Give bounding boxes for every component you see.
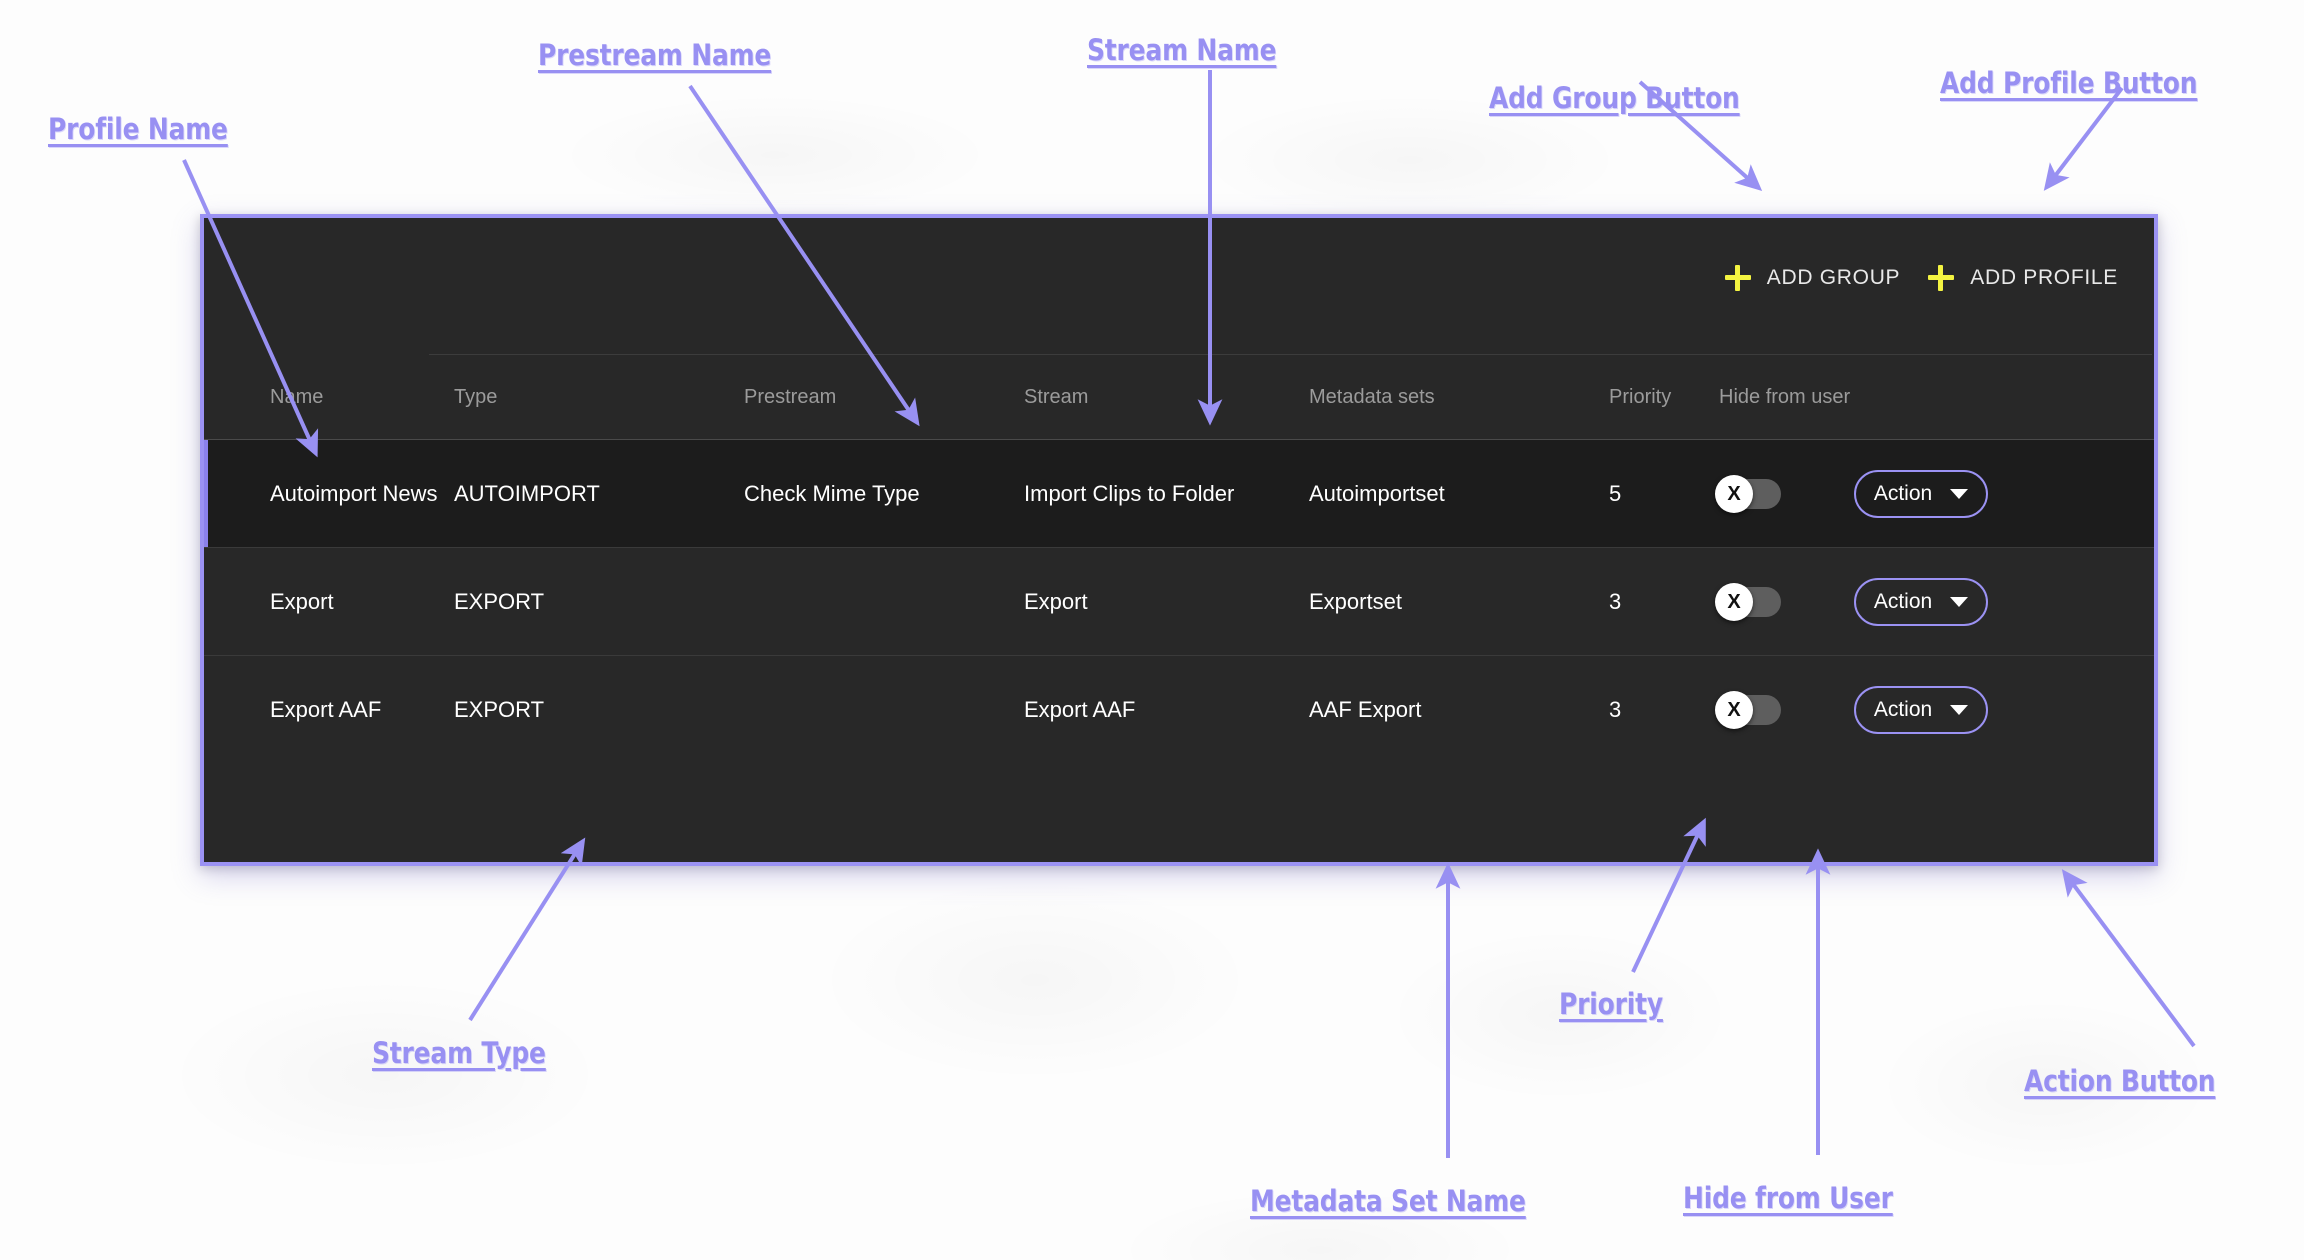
- table-row[interactable]: Export AAF EXPORT Export AAF AAF Export …: [204, 655, 2154, 764]
- background-smudge: [560, 95, 990, 215]
- column-header-metadata-sets: Metadata sets: [1309, 386, 1435, 408]
- annotation-label-add-group-button: Add Group Button: [1489, 81, 1740, 115]
- hide-from-user-toggle[interactable]: X: [1715, 474, 1781, 513]
- cell-prestream: [744, 656, 1024, 764]
- column-header-stream: Stream: [1024, 386, 1089, 408]
- toggle-x-icon: X: [1715, 474, 1753, 513]
- annotation-label-priority: Priority: [1559, 987, 1663, 1021]
- annotation-label-hide-from-user: Hide from User: [1683, 1181, 1893, 1215]
- arrow-stream-type: [468, 837, 586, 1022]
- profiles-table: Name Type Prestream Stream Metadata sets…: [204, 386, 2154, 764]
- add-profile-label: ADD PROFILE: [1970, 266, 2118, 289]
- column-header-type: Type: [454, 386, 498, 408]
- background-smudge: [170, 980, 600, 1170]
- cell-stream: Import Clips to Folder: [1024, 439, 1309, 548]
- cell-stream: Export AAF: [1024, 696, 1136, 722]
- arrow-action-button: [2061, 869, 2196, 1048]
- table-row[interactable]: Export EXPORT Export Exportset 3 X Actio…: [204, 547, 2154, 656]
- arrow-add-profile: [2043, 86, 2124, 191]
- annotation-label-metadata-set-name: Metadata Set Name: [1250, 1184, 1526, 1218]
- cell-action: Action: [1854, 439, 2154, 548]
- column-header-actions: [1854, 386, 2154, 440]
- cell-metadata-sets: AAF Export: [1309, 696, 1422, 722]
- plus-icon: [1928, 265, 1955, 291]
- action-button[interactable]: Action: [1854, 577, 1988, 626]
- chevron-down-icon: [1950, 704, 1969, 715]
- cell-metadata-sets: Exportset: [1309, 588, 1402, 614]
- annotation-label-add-profile-button: Add Profile Button: [1940, 66, 2198, 100]
- chevron-down-icon: [1950, 488, 1969, 499]
- annotation-label-profile-name: Profile Name: [48, 112, 228, 146]
- annotation-label-stream-name: Stream Name: [1087, 33, 1277, 67]
- cell-priority: 3: [1609, 696, 1622, 722]
- toolbar-divider: [429, 354, 2152, 355]
- toggle-x-icon: X: [1715, 582, 1753, 621]
- toggle-x-icon: X: [1715, 690, 1753, 729]
- cell-priority: 3: [1609, 588, 1622, 614]
- action-button[interactable]: Action: [1854, 469, 1988, 518]
- annotation-label-action-button: Action Button: [2024, 1064, 2216, 1098]
- cell-type: EXPORT: [454, 696, 545, 722]
- table-header: Name Type Prestream Stream Metadata sets…: [204, 386, 2154, 440]
- action-button-label: Action: [1873, 589, 1933, 613]
- cell-hide-from-user: X: [1715, 548, 1854, 656]
- annotation-label-prestream-name: Prestream Name: [538, 38, 772, 72]
- panel-toolbar: ADD GROUP ADD PROFILE: [204, 218, 2154, 338]
- column-header-name: Name: [270, 386, 324, 408]
- column-header-prestream: Prestream: [744, 386, 837, 408]
- action-button[interactable]: Action: [1854, 685, 1988, 734]
- cell-hide-from-user: X: [1715, 656, 1854, 764]
- cell-prestream: Check Mime Type: [744, 439, 1024, 548]
- profiles-panel: ADD GROUP ADD PROFILE Name Type Prestrea…: [200, 214, 2158, 866]
- column-header-priority: Priority: [1609, 386, 1672, 408]
- cell-stream: Export: [1024, 588, 1088, 614]
- add-profile-button[interactable]: ADD PROFILE: [1914, 257, 2132, 299]
- table-body: Autoimport News AUTOIMPORT Check Mime Ty…: [204, 439, 2154, 764]
- table-header-row: Name Type Prestream Stream Metadata sets…: [204, 386, 2154, 440]
- cell-name: Autoimport News: [204, 439, 454, 548]
- cell-name: Export AAF: [270, 696, 382, 722]
- add-group-label: ADD GROUP: [1766, 266, 1901, 289]
- cell-type: EXPORT: [454, 588, 545, 614]
- cell-hide-from-user: X: [1715, 439, 1854, 548]
- action-button-label: Action: [1873, 481, 1933, 505]
- action-button-label: Action: [1873, 697, 1933, 721]
- add-group-button[interactable]: ADD GROUP: [1711, 257, 1914, 299]
- hide-from-user-toggle[interactable]: X: [1715, 690, 1781, 729]
- table-row[interactable]: Autoimport News AUTOIMPORT Check Mime Ty…: [204, 439, 2154, 548]
- hide-from-user-toggle[interactable]: X: [1715, 582, 1781, 621]
- cell-action: Action: [1854, 548, 2154, 656]
- column-header-hide-from-user: Hide from user: [1719, 386, 1851, 408]
- plus-icon: [1724, 265, 1751, 291]
- cell-prestream: [744, 548, 1024, 656]
- background-smudge: [820, 880, 1250, 1080]
- chevron-down-icon: [1950, 596, 1969, 607]
- annotation-label-stream-type: Stream Type: [372, 1036, 546, 1070]
- cell-action: Action: [1854, 656, 2154, 764]
- cell-priority: 5: [1609, 439, 1719, 548]
- cell-metadata-sets: Autoimportset: [1309, 439, 1609, 548]
- cell-name: Export: [270, 588, 334, 614]
- cell-type: AUTOIMPORT: [454, 439, 744, 548]
